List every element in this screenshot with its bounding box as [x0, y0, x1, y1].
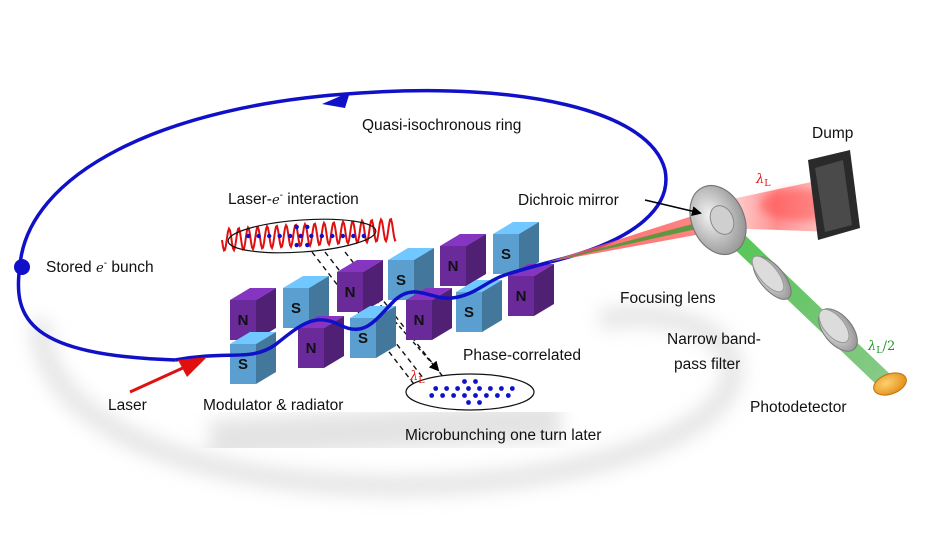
ring-direction-arrow: [322, 92, 350, 108]
beam-dump: [808, 150, 860, 240]
stored-bunch-marker: [14, 259, 30, 275]
bandpass-filter: [818, 308, 858, 352]
dump-label: Dump: [812, 125, 853, 142]
magnet-south: S: [230, 332, 276, 384]
bunch-dot-top: [246, 233, 251, 239]
bunch-dot-top: [305, 242, 310, 248]
bunch-dot-bottom: [477, 386, 482, 391]
phase-correlated-label: Phase-correlated: [463, 347, 581, 364]
focusing-label: Focusing lens: [620, 290, 716, 307]
dichroic-label: Dichroic mirror: [518, 192, 619, 209]
magnet-pole-label: S: [396, 272, 406, 289]
bunch-dot-top: [330, 233, 335, 239]
bunch-dot-top: [294, 224, 299, 230]
bunch-dot-top: [340, 233, 345, 239]
bunch-dot-bottom: [473, 393, 478, 398]
bunch-dot-top: [294, 242, 299, 248]
interaction-ellipse: [227, 218, 377, 254]
magnet-pole-label: N: [306, 340, 317, 357]
lambda-half-label: λL/2: [867, 339, 895, 356]
bunch-dot-bottom: [473, 379, 478, 384]
dichroic-mirror: [689, 184, 747, 256]
bunch-dot-bottom: [466, 400, 471, 405]
magnet-north: N: [440, 234, 486, 286]
laser-arrowhead: [178, 357, 207, 377]
microbunching-group: [405, 373, 535, 411]
bunch-dot-top: [277, 233, 282, 239]
photodetector: [873, 372, 907, 396]
bunch-dot-top: [319, 233, 324, 239]
magnet-pole-label: S: [501, 246, 511, 263]
bunch-dot-bottom: [466, 386, 471, 391]
magnet-north: N: [298, 316, 344, 368]
magnet-pole-label: S: [291, 300, 301, 317]
magnet-north: N: [337, 260, 383, 312]
bunch-dot-bottom: [433, 386, 439, 391]
interaction-label: Laser-e- interaction: [228, 190, 359, 208]
bunch-dots-bottom: [429, 379, 515, 405]
lambda-red-label: λL: [755, 172, 771, 189]
stored-bunch-label: Stored e- bunch: [46, 258, 154, 276]
magnet-north: N: [508, 264, 554, 316]
bunch-dot-bottom: [451, 393, 456, 398]
magnet-pole-label: S: [358, 330, 368, 347]
magnet-south: S: [493, 222, 539, 274]
magnet-pole-label: N: [414, 312, 425, 329]
bunch-dot-top: [361, 233, 366, 239]
focusing-lens: [751, 255, 792, 300]
bunch-dot-bottom: [429, 393, 435, 398]
laser-input: [129, 357, 207, 394]
bunch-dot-top: [305, 224, 310, 230]
magnet-south: S: [283, 276, 329, 328]
bunch-dot-top: [256, 233, 261, 239]
photodetector-label: Photodetector: [750, 399, 847, 416]
narrow-label-line1: Narrow band-: [667, 331, 761, 348]
radiation-cone: [548, 212, 712, 262]
microbunching-ellipse: [405, 373, 535, 411]
bunch-dot-bottom: [505, 393, 511, 398]
magnet-pole-label: N: [516, 288, 527, 305]
laser-label: Laser: [108, 397, 147, 414]
magnet-pole-label: S: [464, 304, 474, 321]
lambda-undulator-label: λL: [409, 369, 425, 386]
ring-shadow: [30, 306, 743, 496]
bunch-dot-bottom: [484, 393, 489, 398]
bunch-dot-bottom: [440, 393, 445, 398]
electron-ring: [14, 88, 668, 362]
output-radiation: [548, 212, 712, 262]
microbunching-label: Microbunching one turn later: [405, 427, 601, 444]
laser-interaction: [221, 217, 397, 254]
magnet-south: S: [388, 248, 434, 300]
bunch-dots-top: [246, 224, 366, 248]
undulator-magnets: S N S N N S S N N S N S: [230, 222, 554, 384]
bunch-dot-bottom: [444, 386, 449, 391]
bunch-dot-bottom: [455, 386, 460, 391]
bunch-dot-bottom: [488, 386, 493, 391]
bunch-dot-bottom: [462, 393, 467, 398]
bunch-dot-bottom: [462, 379, 467, 384]
magnet-south: S: [350, 306, 396, 358]
magnet-pole-label: S: [238, 356, 248, 373]
bunch-dot-top: [309, 233, 314, 239]
bunch-dot-top: [298, 233, 303, 239]
ring-label: Quasi-isochronous ring: [362, 117, 521, 134]
magnet-pole-label: N: [345, 284, 356, 301]
modulator-label: Modulator & radiator: [203, 397, 343, 414]
bunch-dot-bottom: [477, 400, 482, 405]
bunch-dot-top: [288, 233, 293, 239]
magnet-pole-label: N: [448, 258, 459, 275]
bunch-dot-top: [351, 233, 356, 239]
bunch-dot-bottom: [499, 386, 504, 391]
bunch-dot-bottom: [495, 393, 500, 398]
narrow-label-line2: pass filter: [674, 356, 740, 373]
magnet-pole-label: N: [238, 312, 249, 329]
ring-path: [16, 88, 668, 362]
bunch-dot-bottom: [509, 386, 515, 391]
dichroic-pointer: [644, 199, 702, 217]
bunch-dot-top: [267, 233, 272, 239]
beam-path-undulator: [174, 260, 551, 362]
